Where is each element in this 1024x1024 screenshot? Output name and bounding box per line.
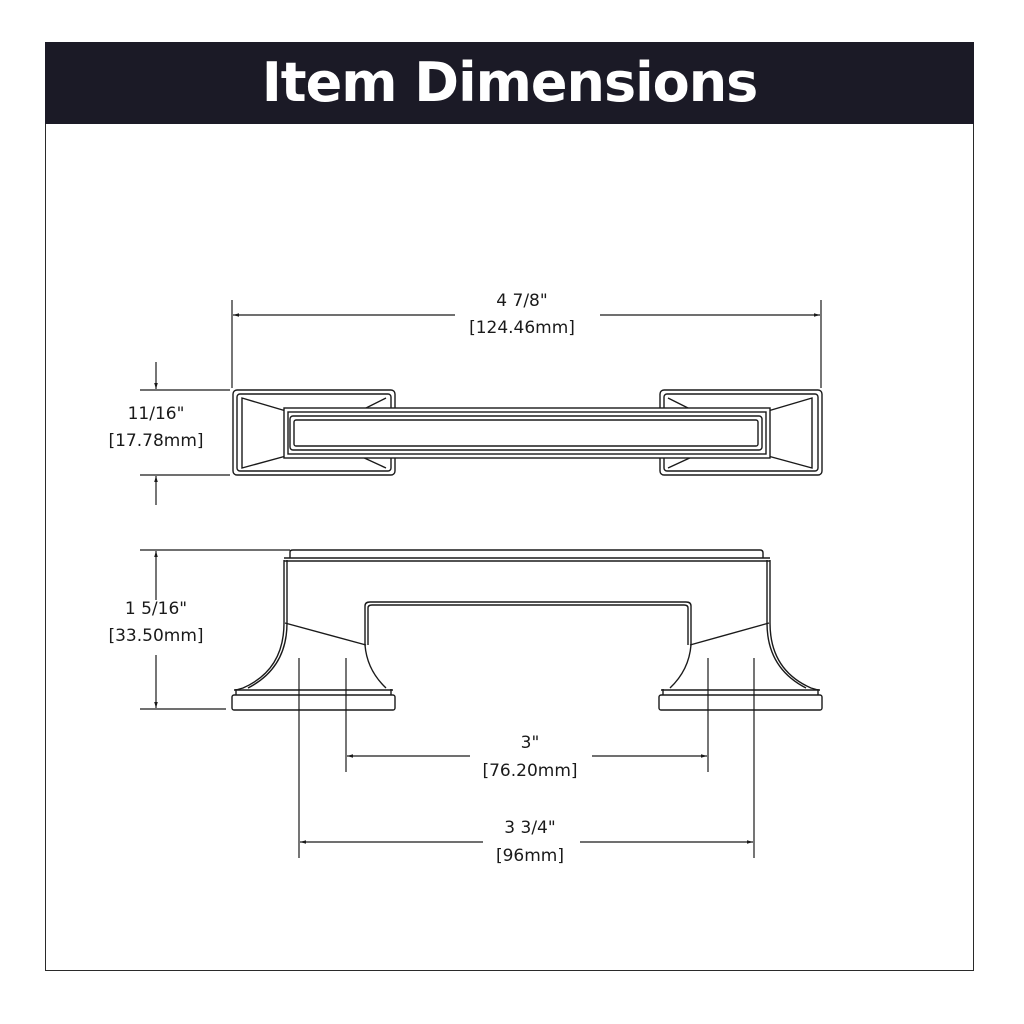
width-dimension bbox=[140, 362, 230, 505]
height-imperial: 1 5/16" bbox=[125, 599, 187, 619]
hole-center-lines bbox=[298, 658, 755, 858]
overall-length-metric: [124.46mm] bbox=[469, 318, 575, 338]
center-to-center-small-imperial: 3" bbox=[521, 733, 540, 753]
center-to-center-small-metric: [76.20mm] bbox=[482, 761, 577, 781]
overall-length-dimension bbox=[231, 300, 822, 388]
overall-length-imperial: 4 7/8" bbox=[496, 291, 547, 311]
height-dimension bbox=[140, 549, 290, 710]
height-metric: [33.50mm] bbox=[108, 626, 203, 646]
page-title: Item Dimensions bbox=[261, 51, 759, 114]
width-metric: [17.78mm] bbox=[108, 431, 203, 451]
side-view-drawing bbox=[231, 549, 823, 711]
title-banner: Item Dimensions bbox=[45, 42, 974, 124]
center-to-center-large-imperial: 3 3/4" bbox=[504, 818, 555, 838]
width-imperial: 11/16" bbox=[128, 404, 185, 424]
drawing-frame bbox=[45, 42, 974, 971]
center-to-center-large-metric: [96mm] bbox=[496, 846, 564, 866]
top-view-drawing bbox=[232, 389, 823, 476]
